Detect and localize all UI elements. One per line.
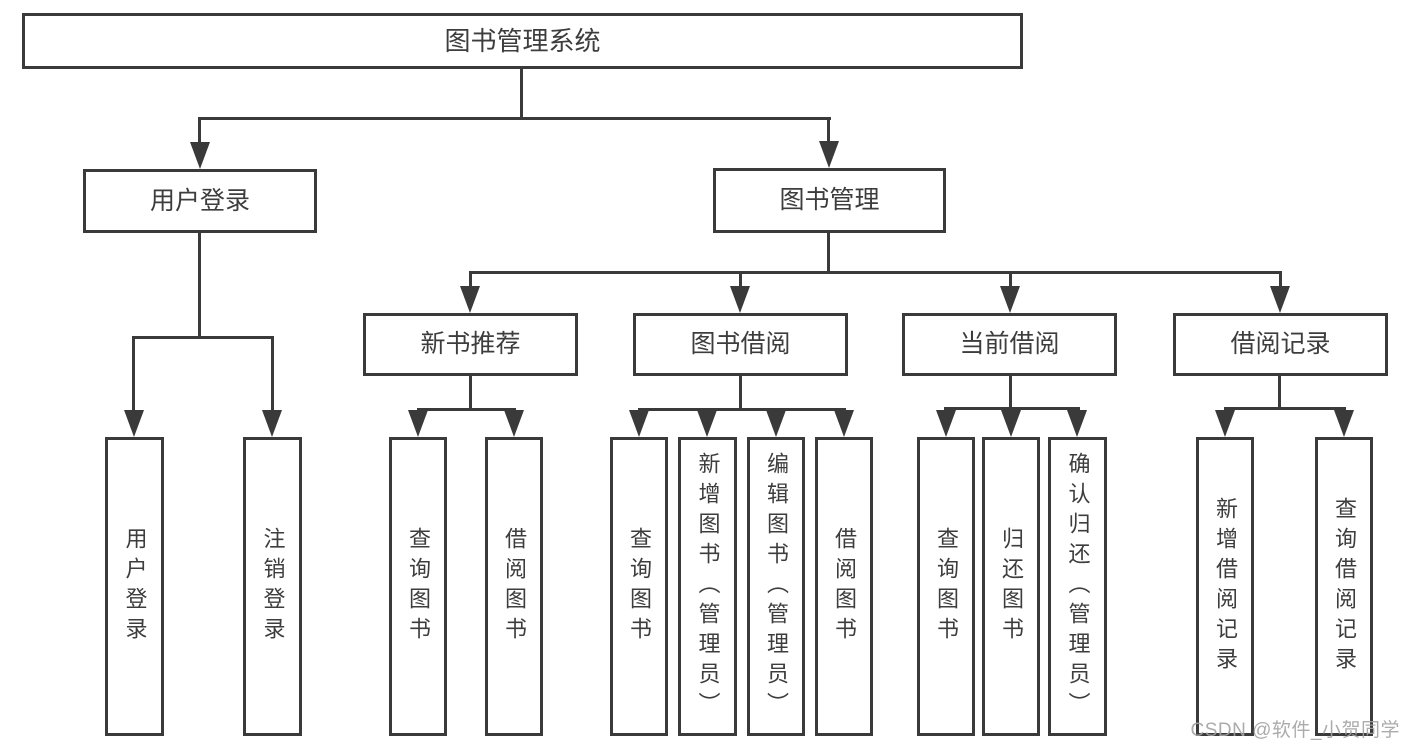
connector-drop: [132, 336, 135, 411]
node-label: 查询图书: [627, 526, 652, 647]
node-label: 新增借阅记录: [1213, 496, 1238, 677]
arrow-down-icon: [936, 410, 956, 437]
connector-hline: [638, 408, 846, 411]
connector-drop: [1279, 271, 1282, 288]
node-label: 用户登录: [149, 186, 250, 215]
node-label: 新书推荐: [420, 330, 521, 358]
node-label: 当前借阅: [959, 330, 1060, 358]
node-leaf-query-book-recommend: 查询图书: [389, 437, 447, 736]
node-leaf-query-book-borrowing: 查询图书: [610, 437, 668, 736]
node-book-borrowing: 图书借阅: [633, 313, 848, 376]
connector-drop: [1009, 271, 1012, 288]
arrow-down-icon: [834, 410, 854, 437]
node-leaf-logout: 注销登录: [243, 437, 302, 736]
connector-stem: [1009, 376, 1012, 409]
node-borrowing-records: 借阅记录: [1173, 313, 1388, 376]
node-leaf-confirm-return-admin: 确认归还（管理员）: [1048, 437, 1107, 736]
node-leaf-borrow-book-borrowing: 借阅图书: [815, 437, 873, 736]
node-label: 查询借阅记录: [1332, 496, 1357, 677]
arrow-down-icon: [766, 410, 786, 437]
arrow-down-icon: [1000, 286, 1020, 313]
node-leaf-query-borrow-record: 查询借阅记录: [1315, 437, 1373, 736]
connector-stem: [1278, 376, 1281, 409]
node-leaf-query-book-current: 查询图书: [917, 437, 975, 736]
node-label: 编辑图书（管理员）: [764, 451, 789, 722]
connector-drop: [827, 117, 830, 143]
connector-stem: [739, 376, 742, 409]
arrow-down-icon: [629, 410, 649, 437]
node-leaf-add-borrow-record: 新增借阅记录: [1196, 437, 1254, 736]
arrow-down-icon: [1334, 410, 1354, 437]
connector-drop: [469, 271, 472, 288]
node-leaf-return-book: 归还图书: [982, 437, 1040, 736]
arrow-down-icon: [190, 142, 210, 169]
connector-hline: [417, 408, 516, 411]
arrow-down-icon: [124, 410, 144, 437]
node-leaf-borrow-book-recommend: 借阅图书: [485, 437, 543, 736]
node-label: 借阅图书: [832, 526, 857, 647]
connector-hline: [944, 407, 1080, 410]
node-label: 图书管理: [779, 186, 880, 214]
node-label: 确认归还（管理员）: [1065, 451, 1091, 722]
arrow-down-icon: [697, 410, 717, 437]
node-label: 图书借阅: [690, 330, 791, 358]
node-leaf-user-login: 用户登录: [105, 437, 164, 736]
node-library-management-system: 图书管理系统: [22, 13, 1023, 69]
connector-user-login-hline: [132, 336, 274, 339]
arrow-down-icon: [1215, 410, 1235, 437]
node-label: 新增图书（管理员）: [695, 451, 721, 722]
node-label: 借阅记录: [1230, 330, 1331, 358]
node-label: 借阅图书: [502, 526, 527, 647]
connector-stem: [469, 376, 472, 409]
connector-book-mgmt-hline: [469, 271, 1282, 274]
arrow-down-icon: [1067, 410, 1087, 437]
connector-drop: [271, 336, 274, 411]
arrow-down-icon: [504, 410, 524, 437]
node-new-book-recommend: 新书推荐: [363, 313, 578, 376]
connector-book-mgmt-stem: [827, 233, 830, 271]
arrow-down-icon: [262, 410, 282, 437]
arrow-down-icon: [408, 410, 428, 437]
node-leaf-edit-book-admin: 编辑图书（管理员）: [747, 437, 805, 736]
connector-drop: [739, 271, 742, 288]
node-label: 注销登录: [260, 526, 286, 647]
connector-drop: [198, 117, 201, 144]
node-leaf-add-book-admin: 新增图书（管理员）: [678, 437, 737, 736]
node-user-login: 用户登录: [83, 169, 317, 233]
node-label: 图书管理系统: [444, 26, 601, 56]
arrow-down-icon: [1270, 286, 1290, 313]
connector-hline: [1224, 407, 1346, 410]
arrow-down-icon: [730, 286, 750, 313]
connector-user-login-stem: [198, 233, 201, 336]
connector-root-hline: [199, 117, 831, 120]
node-label: 查询图书: [406, 526, 431, 647]
csdn-watermark: CSDN @软件_小贺同学: [1190, 720, 1400, 741]
arrow-down-icon: [460, 286, 480, 313]
node-label: 用户登录: [122, 526, 148, 647]
node-label: 查询图书: [934, 526, 959, 647]
arrow-down-icon: [1001, 410, 1021, 437]
node-current-borrowing: 当前借阅: [902, 313, 1117, 376]
node-label: 归还图书: [999, 526, 1024, 647]
node-book-management: 图书管理: [713, 168, 946, 233]
arrow-down-icon: [819, 141, 839, 168]
connector-root-stem: [520, 69, 523, 117]
